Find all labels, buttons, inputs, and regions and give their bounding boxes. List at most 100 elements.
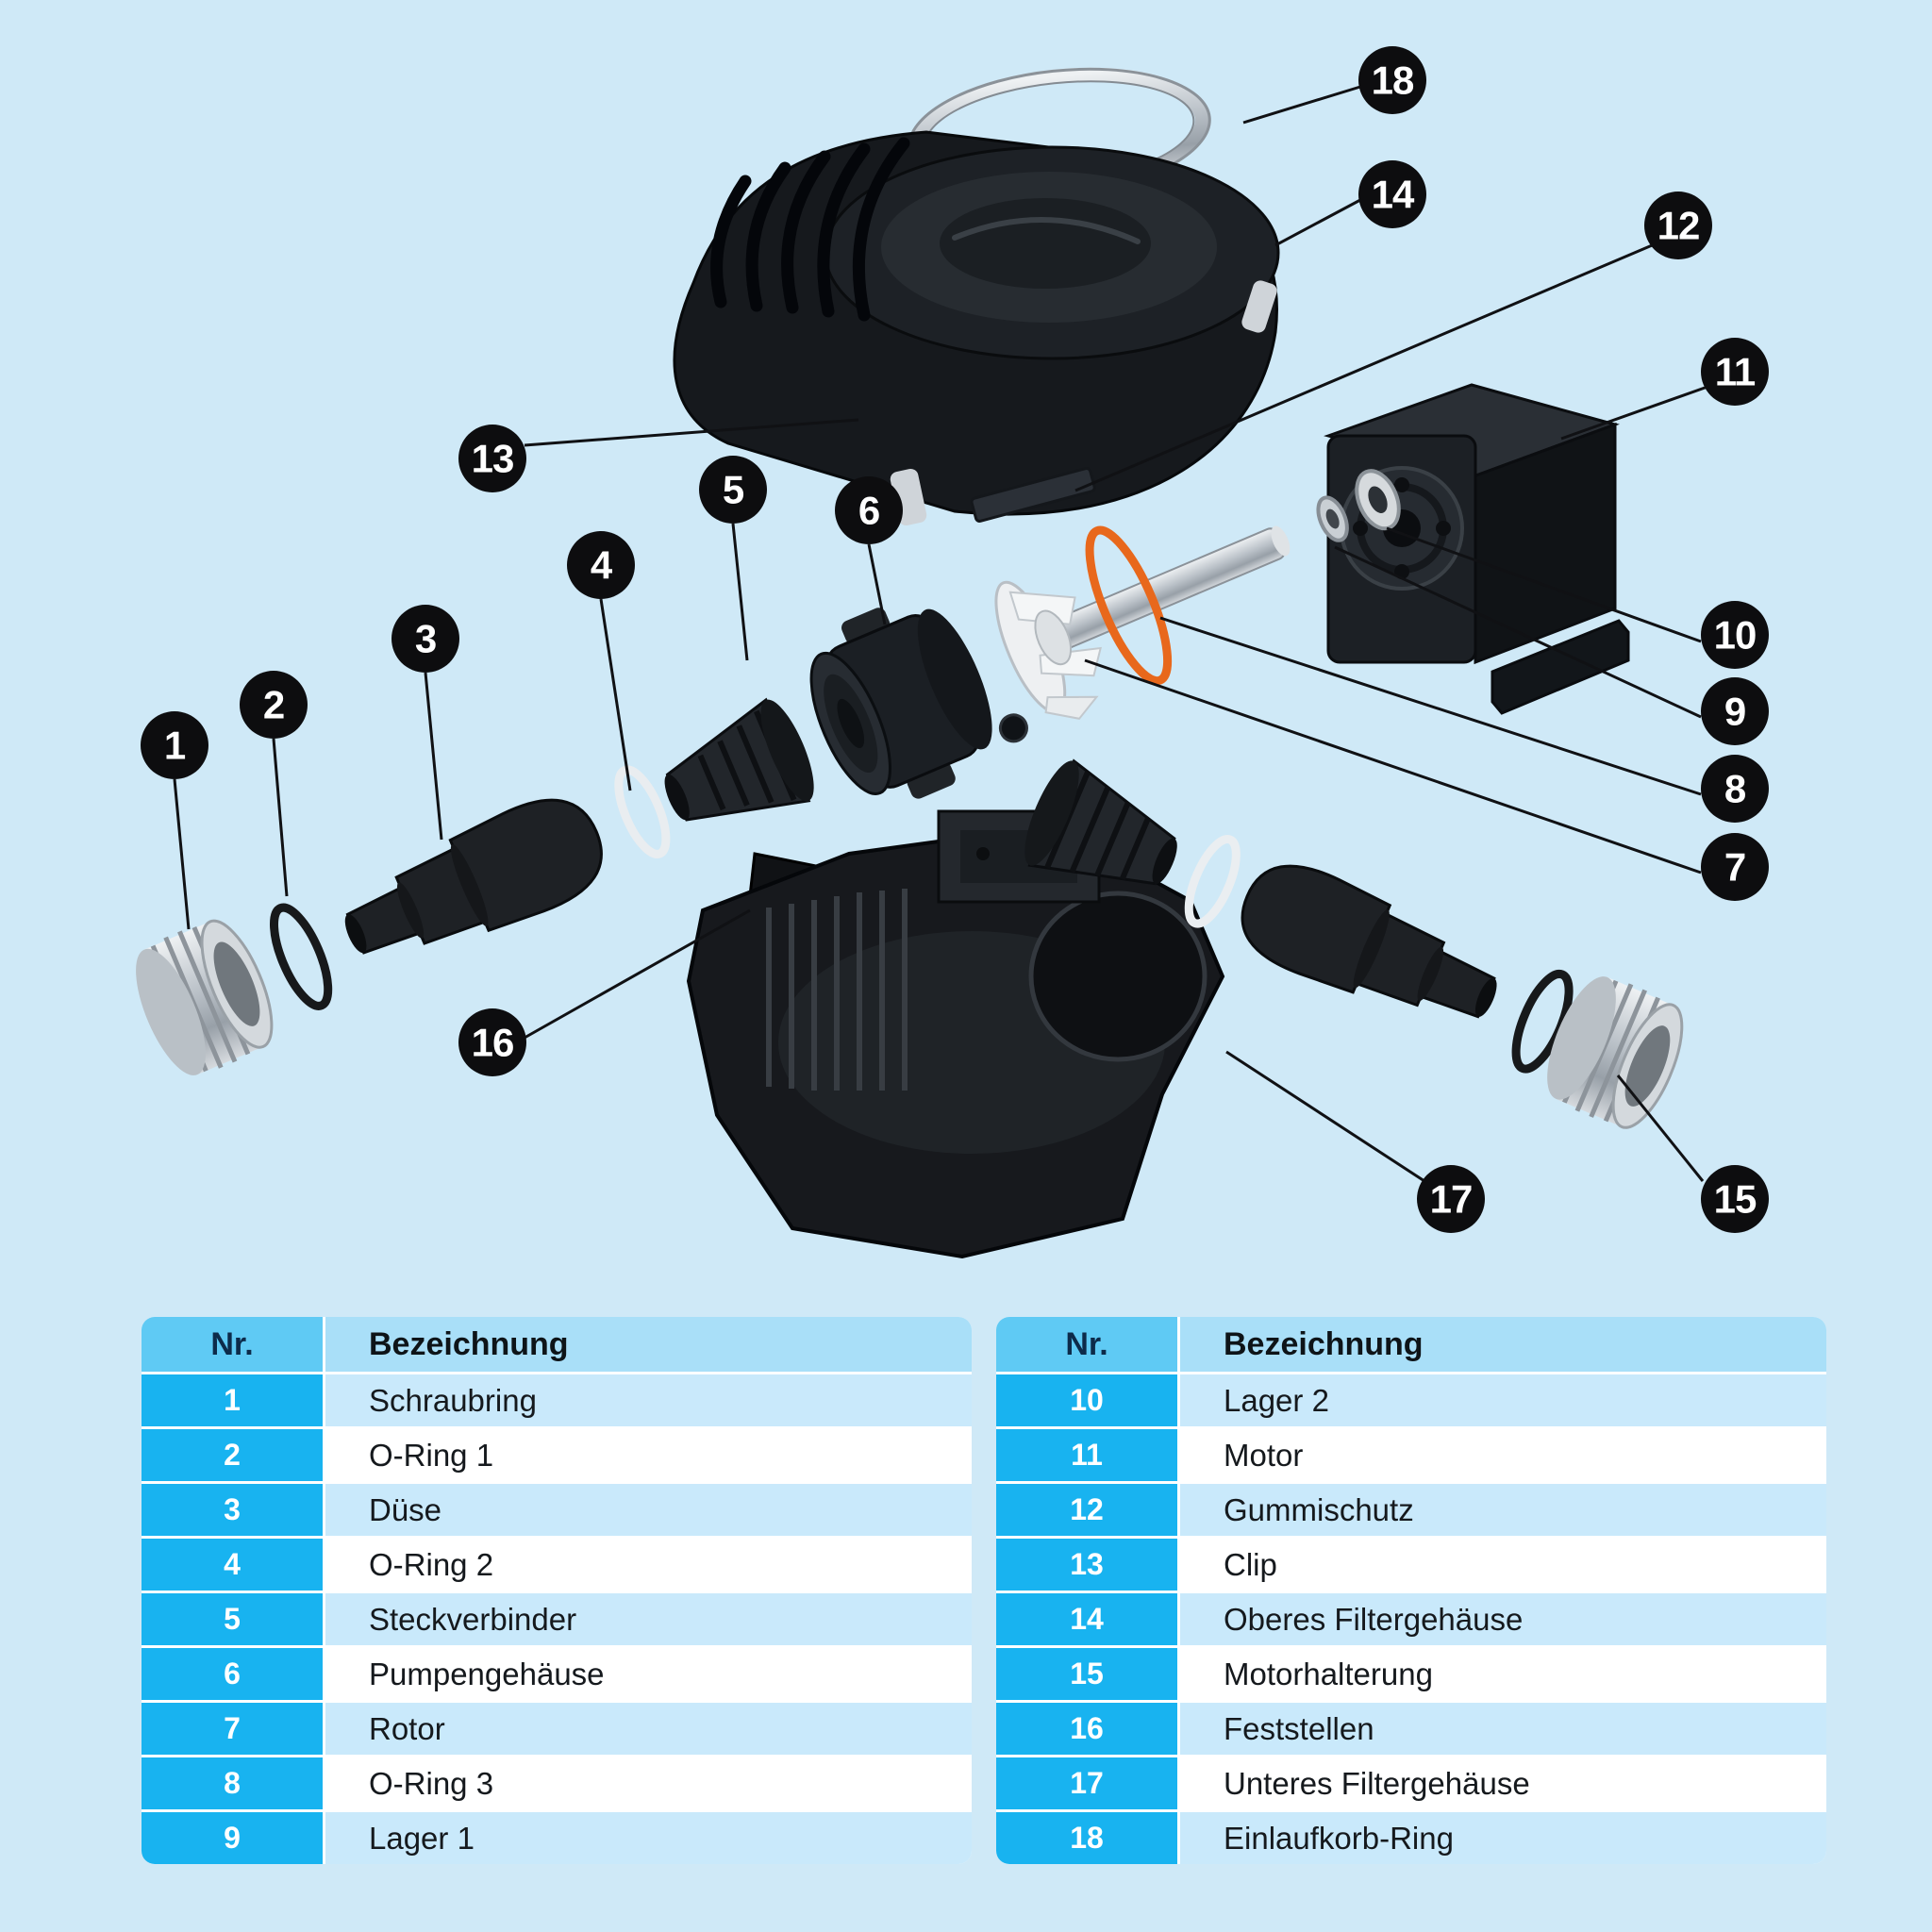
- table-cell-number: 13: [996, 1539, 1177, 1591]
- callout-number: 18: [1372, 58, 1414, 103]
- callout-18: 18: [1358, 46, 1426, 114]
- callout-number: 10: [1714, 613, 1757, 658]
- table-cell-number: 8: [142, 1757, 323, 1809]
- callout-3: 3: [391, 605, 459, 673]
- callout-circle: [1358, 160, 1426, 228]
- part-lager-2: [1355, 469, 1401, 531]
- callout-circle: [458, 1008, 526, 1076]
- table-cell-name: O-Ring 2: [325, 1539, 972, 1591]
- part-motorhalterung-ring: [1547, 976, 1684, 1129]
- callout-number: 16: [472, 1021, 514, 1065]
- callout-number: 4: [591, 543, 613, 588]
- callout-circle: [1701, 601, 1769, 669]
- callout-circle: [391, 605, 459, 673]
- table-cell-number: 14: [996, 1593, 1177, 1645]
- leader-line: [272, 738, 289, 897]
- callout-number: 1: [164, 724, 186, 768]
- table-cell-name: Rotor: [325, 1703, 972, 1755]
- leader-line: [524, 418, 859, 447]
- callout-number: 14: [1372, 173, 1415, 217]
- table-cell-name: O-Ring 1: [325, 1429, 972, 1481]
- table-cell-name: Oberes Filtergehäuse: [1180, 1593, 1826, 1645]
- callout-circle: [1701, 338, 1769, 406]
- part-schraubring: [136, 919, 274, 1075]
- table-cell-number: 16: [996, 1703, 1177, 1755]
- table-cell-number: 1: [142, 1374, 323, 1426]
- table-cell-name: Unteres Filtergehäuse: [1180, 1757, 1826, 1809]
- callout-1: 1: [141, 711, 208, 779]
- leader-lines: [173, 85, 1708, 1183]
- callout-10: 10: [1701, 601, 1769, 669]
- column-header-nr: Nr.: [996, 1317, 1177, 1372]
- callout-circle: [1701, 755, 1769, 823]
- callout-14: 14: [1358, 160, 1426, 228]
- callout-circle: [1644, 192, 1712, 259]
- column-header-nr: Nr.: [142, 1317, 323, 1372]
- column-header-bezeichnung: Bezeichnung: [325, 1317, 972, 1372]
- callout-circle: [567, 531, 635, 599]
- table-cell-number: 15: [996, 1648, 1177, 1700]
- callout-circle: [1358, 46, 1426, 114]
- part-right-steckverbinder: [1024, 758, 1177, 886]
- callout-circle: [699, 456, 767, 524]
- part-duese: [344, 798, 603, 955]
- part-unteres-filtergehaeuse: [686, 809, 1225, 1259]
- leader-line: [731, 523, 749, 661]
- callout-8: 8: [1701, 755, 1769, 823]
- callout-number: 12: [1657, 204, 1700, 248]
- leader-line: [1274, 198, 1361, 247]
- leader-line: [173, 778, 191, 930]
- table-cell-number: 12: [996, 1484, 1177, 1536]
- table-cell-name: Lager 2: [1180, 1374, 1826, 1426]
- callout-number: 8: [1724, 767, 1746, 811]
- leader-line: [1616, 1074, 1705, 1182]
- callout-11: 11: [1701, 338, 1769, 406]
- table-cell-number: 9: [142, 1812, 323, 1864]
- callout-5: 5: [699, 456, 767, 524]
- callout-circle: [458, 425, 526, 492]
- leader-line: [867, 543, 887, 625]
- table-cell-number: 4: [142, 1539, 323, 1591]
- callout-number: 11: [1715, 350, 1756, 394]
- table-cell-number: 10: [996, 1374, 1177, 1426]
- callout-number: 17: [1430, 1177, 1473, 1222]
- table-cell-name: Feststellen: [1180, 1703, 1826, 1755]
- part-chain-left: [136, 469, 1401, 1075]
- part-gummischutz: [970, 466, 1096, 523]
- part-lager-1: [1316, 495, 1349, 542]
- callout-number: 3: [415, 617, 436, 661]
- table-cell-name: Motor: [1180, 1429, 1826, 1481]
- leader-line: [1560, 385, 1708, 441]
- table-cell-name: Schraubring: [325, 1374, 972, 1426]
- callout-circle: [1701, 677, 1769, 745]
- part-o-ring-1: [270, 903, 333, 1010]
- table-cell-name: Clip: [1180, 1539, 1826, 1591]
- part-o-ring-2: [614, 765, 671, 858]
- part-chain-right: [1024, 758, 1684, 1129]
- part-right-o-ring-white: [1184, 835, 1241, 928]
- callout-number: 5: [723, 468, 744, 512]
- table-cell-number: 5: [142, 1593, 323, 1645]
- leader-line: [1386, 526, 1702, 643]
- callout-12: 12: [1644, 192, 1712, 259]
- part-steckverbinder: [664, 697, 814, 822]
- table-cell-name: Lager 1: [325, 1812, 972, 1864]
- callout-16: 16: [458, 1008, 526, 1076]
- part-oberes-filtergehaeuse: [673, 130, 1280, 525]
- callout-circle: [835, 476, 903, 544]
- callout-number: 13: [472, 437, 514, 481]
- table-cell-number: 11: [996, 1429, 1177, 1481]
- callout-13: 13: [458, 425, 526, 492]
- callout-circle: [240, 671, 308, 739]
- table-cell-name: Pumpengehäuse: [325, 1648, 972, 1700]
- leader-line: [1334, 545, 1702, 719]
- leader-line: [1242, 85, 1361, 125]
- table-cell-name: Gummischutz: [1180, 1484, 1826, 1536]
- table-cell-name: Düse: [325, 1484, 972, 1536]
- callout-2: 2: [240, 671, 308, 739]
- table-cell-number: 18: [996, 1812, 1177, 1864]
